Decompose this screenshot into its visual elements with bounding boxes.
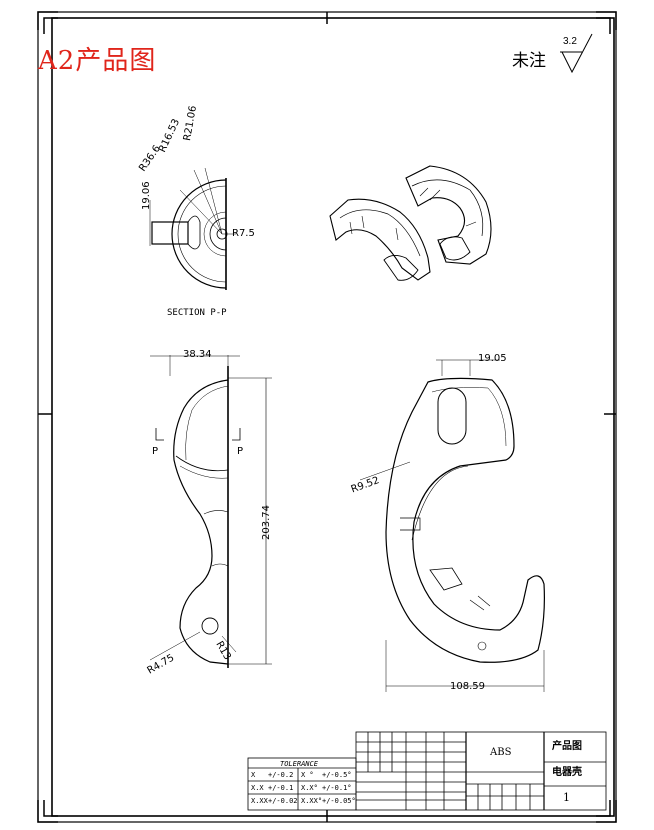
unspecified-note: 未注 xyxy=(512,51,546,71)
dim-h19: 19.06 xyxy=(141,181,152,210)
roughness-value: 3.2 xyxy=(563,36,577,47)
dim-w108: 108.59 xyxy=(450,681,485,692)
material-label: ABS xyxy=(490,747,512,758)
cut-mark-left: P xyxy=(152,446,159,457)
sheet-number: 1 xyxy=(563,791,570,804)
tol-r2-c1: +/-0.02 xyxy=(268,797,298,805)
cut-mark-right: P xyxy=(237,446,244,457)
inner-frame xyxy=(51,17,615,817)
dim-h203: 203.74 xyxy=(261,505,272,540)
section-view xyxy=(149,167,236,290)
corner-marks xyxy=(37,11,617,823)
roughness-symbol xyxy=(560,33,593,74)
tol-r0-c2: X ° xyxy=(301,771,314,779)
tol-r1-c3: +/-0.1° xyxy=(322,784,352,792)
tol-r0-c0: X xyxy=(251,771,256,779)
side-view xyxy=(359,359,545,692)
drawing-type-label: 产品图 xyxy=(552,741,582,752)
outer-frame xyxy=(37,11,617,823)
tolerance-table xyxy=(247,757,357,811)
tol-r1-c0: X.X xyxy=(251,784,264,792)
isometric-view xyxy=(329,165,492,281)
tol-r1-c1: +/-0.1 xyxy=(268,784,294,792)
tol-r1-c2: X.X° xyxy=(301,784,318,792)
dim-r7: R7.5 xyxy=(232,228,255,239)
part-name-label: 电器壳 xyxy=(552,767,582,778)
tol-r0-c1: +/-0.2 xyxy=(268,771,294,779)
tol-r2-c0: X.XX xyxy=(251,797,268,805)
title-block xyxy=(355,731,607,811)
tol-r2-c2: X.XX° xyxy=(301,797,323,805)
drawing-title: A2产品图 xyxy=(38,46,157,76)
dim-w38: 38.34 xyxy=(183,349,212,360)
section-label: SECTION P-P xyxy=(167,308,227,318)
tol-r2-c3: +/-0.05° xyxy=(322,797,356,805)
center-marks xyxy=(38,12,616,822)
front-view xyxy=(149,355,272,668)
tolerance-header: TOLERANCE xyxy=(280,760,318,768)
dim-w19: 19.05 xyxy=(478,353,507,364)
tol-r0-c3: +/-0.5° xyxy=(322,771,352,779)
